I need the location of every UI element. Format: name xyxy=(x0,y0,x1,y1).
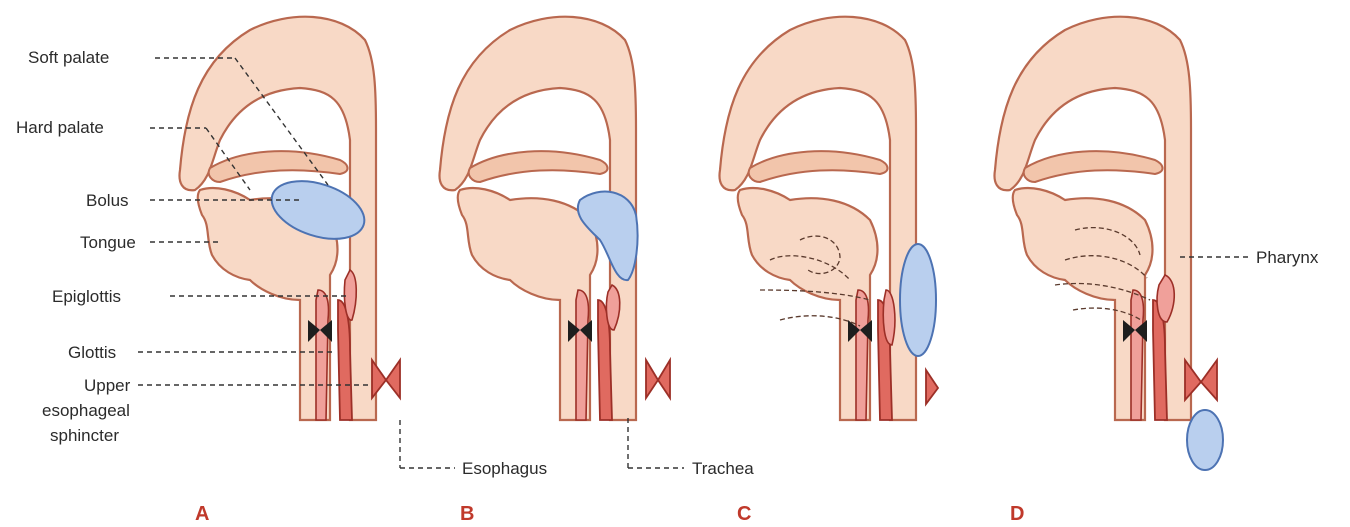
panel-letter-b: B xyxy=(460,503,474,525)
label-esophagus: Esophagus xyxy=(462,459,547,478)
label-soft-palate: Soft palate xyxy=(28,48,109,67)
label-trachea: Trachea xyxy=(692,459,754,478)
panel-a xyxy=(180,17,400,420)
label-glottis: Glottis xyxy=(68,343,116,362)
label-epiglottis: Epiglottis xyxy=(52,287,121,306)
panel-letter-c: C xyxy=(737,503,751,525)
panel-d xyxy=(995,17,1223,470)
bolus-c xyxy=(900,244,936,356)
panel-b xyxy=(440,17,670,420)
label-ues-line3: sphincter xyxy=(50,426,119,445)
panel-c xyxy=(720,17,938,420)
label-hard-palate: Hard palate xyxy=(16,118,104,137)
panel-letter-a: A xyxy=(195,503,209,525)
label-pharynx: Pharynx xyxy=(1256,248,1319,267)
label-tongue: Tongue xyxy=(80,233,136,252)
bolus-d xyxy=(1187,410,1223,470)
label-ues-line1: Upper xyxy=(84,376,131,395)
label-bolus: Bolus xyxy=(86,191,129,210)
panel-letter-d: D xyxy=(1010,503,1024,525)
label-ues-line2: esophageal xyxy=(42,401,130,420)
